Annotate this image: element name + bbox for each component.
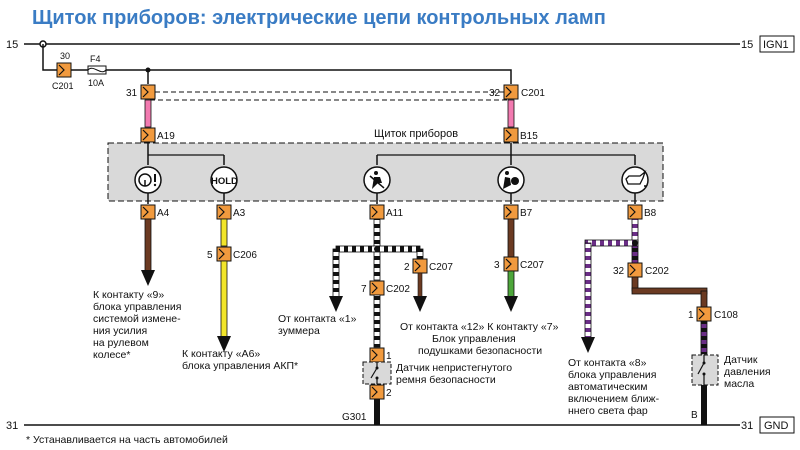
pin-b15-label: B15 xyxy=(520,131,538,142)
c202b-name: C202 xyxy=(645,266,669,277)
wire-ground-g301 xyxy=(374,399,380,425)
c202b-pin: 32 xyxy=(613,266,625,277)
c207a-name: C207 xyxy=(429,262,453,273)
wire-pink-b15 xyxy=(507,99,515,128)
bus-pin-31: 31 xyxy=(126,88,138,99)
note-buzzer: От контакта «1» зуммера xyxy=(278,313,359,337)
fuse-branch: 30 C201 F4 10A xyxy=(42,44,512,91)
sensor-pin-1-label: 1 xyxy=(386,351,392,362)
pin-a11-label: A11 xyxy=(386,208,403,219)
footnote: * Устанавливается на часть автомобилей xyxy=(26,434,228,446)
arrow-buzzer xyxy=(329,296,343,312)
arrow-headlight-unit xyxy=(581,337,595,353)
oil-sensor-pin: B xyxy=(691,410,698,421)
pin-b8-label: B8 xyxy=(644,208,657,219)
fuse-connector-name: C201 xyxy=(52,81,74,91)
wire-bw-a11 xyxy=(373,218,381,250)
hold-icon-text: HOLD xyxy=(211,176,238,187)
top-rail-right-label: 15 xyxy=(741,39,753,51)
wire-bp-c202 xyxy=(631,245,639,264)
wire-bw-sensor xyxy=(373,294,381,348)
c207a-pin: 2 xyxy=(404,262,410,273)
bottom-rail: 31 31 GND xyxy=(6,416,795,434)
arrow-a4 xyxy=(141,270,155,286)
ground-label: G301 xyxy=(342,412,367,423)
note-akp-unit: К контакту «А6» блока управления АКП* xyxy=(182,348,298,372)
gnd-tag xyxy=(759,416,795,434)
pin-a3-label: A3 xyxy=(233,208,246,219)
wire-pw-horizontal xyxy=(584,239,639,247)
c201-bus: 31 32 C201 xyxy=(126,84,545,101)
c202a-name: C202 xyxy=(386,284,410,295)
c207b-pin: 3 xyxy=(494,260,500,271)
page-title: Щиток приборов: электрические цепи контр… xyxy=(32,7,606,29)
junction-dot xyxy=(374,246,380,252)
top-rail: 15 15 IGN1 xyxy=(6,35,795,53)
fuse-rating: 10A xyxy=(88,78,104,88)
wire-bw-buzzer xyxy=(332,248,340,298)
arrow-airbag-unit xyxy=(413,296,427,312)
arrow-a3 xyxy=(217,336,231,352)
wire-ground-oil xyxy=(701,385,707,425)
ign1-tag xyxy=(759,35,795,53)
wire-brown-c108 xyxy=(700,290,708,308)
arrow-b7 xyxy=(504,296,518,312)
c202a-pin: 7 xyxy=(361,284,367,295)
pin-a4-label: A4 xyxy=(157,208,170,219)
pin-a19-label: A19 xyxy=(157,131,175,142)
oil-sensor-box xyxy=(691,354,719,386)
wire-brown-horizontal xyxy=(631,287,708,295)
bus-connector-name: C201 xyxy=(521,88,545,99)
steering-warning-icon xyxy=(134,166,162,194)
cluster-label: Щиток приборов xyxy=(374,128,458,140)
c108-pin: 1 xyxy=(688,310,694,321)
wire-bp-oil xyxy=(700,320,708,355)
pin-b7-label: B7 xyxy=(520,208,533,219)
top-rail-left-label: 15 xyxy=(6,39,18,51)
c206-name: C206 xyxy=(233,250,257,261)
wire-brown-b7 xyxy=(507,218,515,258)
wire-bw-c207 xyxy=(416,248,424,260)
wire-pink-a19 xyxy=(144,99,152,128)
wire-yellow-a3 xyxy=(220,218,228,247)
wire-brown-c207a xyxy=(417,272,423,298)
c206-pin: 5 xyxy=(207,250,213,261)
note-steering-unit: К контакту «9» блока управления системой… xyxy=(93,289,184,361)
note-airbag-unit: От контакта «12» К контакту «7» Блок упр… xyxy=(400,321,561,357)
wire-brown-a4 xyxy=(144,218,152,272)
wire-green-b7 xyxy=(507,270,515,298)
wire-yellow-lower xyxy=(220,260,228,338)
wire-pw-left xyxy=(584,242,592,339)
wire-bw-c202 xyxy=(373,251,381,281)
c207b-name: C207 xyxy=(520,260,544,271)
oil-can-icon xyxy=(621,166,649,194)
hold-icon: HOLD xyxy=(210,166,238,194)
bus-pin-32: 32 xyxy=(489,88,501,99)
note-headlight-unit: От контакта «8» блока управления автомат… xyxy=(568,357,662,417)
junction-dot xyxy=(632,240,638,246)
c108-name: C108 xyxy=(714,310,738,321)
seatbelt-icon xyxy=(363,166,391,194)
airbag-icon xyxy=(497,166,525,194)
bottom-rail-right-label: 31 xyxy=(741,420,753,432)
bottom-rail-left-label: 31 xyxy=(6,420,18,432)
wire-pw-b8 xyxy=(631,218,639,244)
fuse-connector-pin: 30 xyxy=(60,51,70,61)
sensor-pin-2-label: 2 xyxy=(386,388,392,399)
gnd-tag-label: GND xyxy=(764,420,789,432)
fuse-name: F4 xyxy=(90,54,101,64)
ign1-tag-label: IGN1 xyxy=(763,39,789,51)
